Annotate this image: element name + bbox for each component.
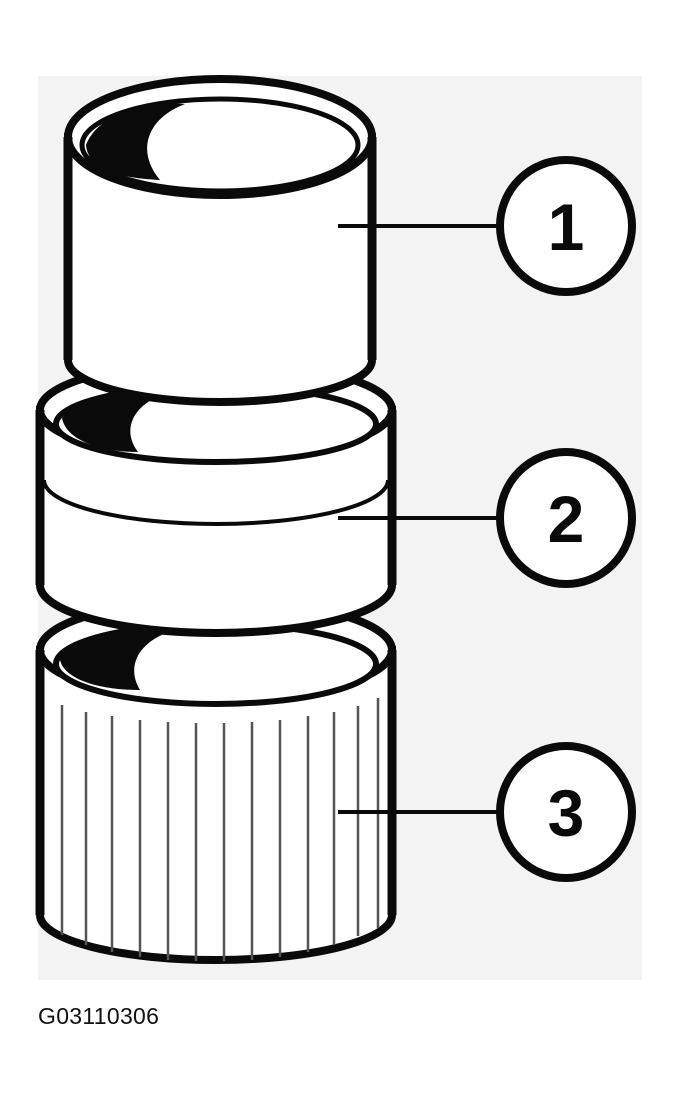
callout-2-circle	[496, 448, 636, 588]
figure-code: G03110306	[38, 1003, 160, 1029]
part-3-ribbed-sleeve	[35, 596, 397, 964]
callout-3-circle	[496, 742, 636, 882]
callout-3: 3	[338, 742, 636, 882]
callout-3-label: 3	[548, 776, 585, 850]
callout-2-label: 2	[548, 482, 585, 556]
callout-1-label: 1	[548, 190, 585, 264]
callout-1-circle	[496, 156, 636, 296]
part-1-sleeve	[63, 75, 377, 406]
part-2-sleeve	[35, 358, 397, 637]
callout-1: 1	[338, 156, 636, 296]
callout-2: 2	[338, 448, 636, 588]
